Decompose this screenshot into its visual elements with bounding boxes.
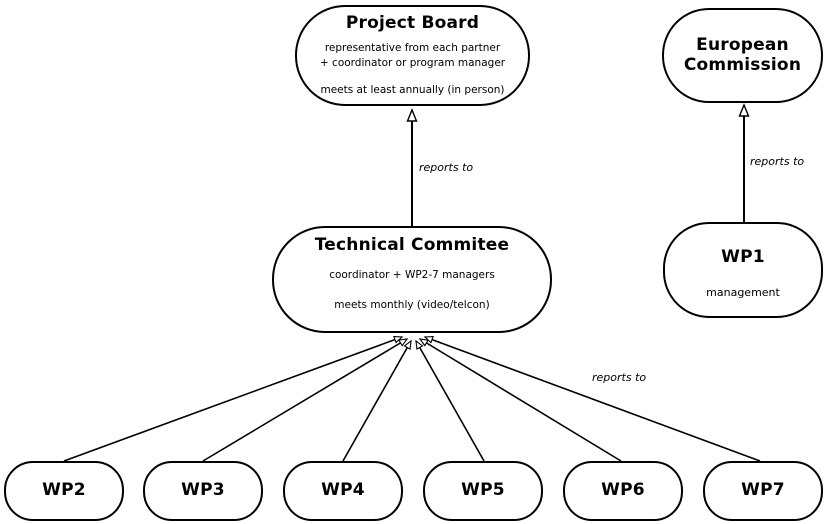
node-wp4: WP4 bbox=[283, 461, 403, 521]
wp6-title: WP6 bbox=[601, 480, 645, 501]
edge-wp4-to-tc bbox=[342, 341, 412, 462]
wp3-title: WP3 bbox=[181, 480, 225, 501]
edge-wp5-to-tc bbox=[415, 341, 485, 462]
edge-label-reports-to-ec: reports to bbox=[750, 155, 805, 168]
edge-wp6-to-tc bbox=[420, 339, 622, 462]
node-wp6: WP6 bbox=[563, 461, 683, 521]
node-wp7: WP7 bbox=[703, 461, 823, 521]
edge-wp3-to-tc bbox=[202, 339, 407, 462]
project-board-title: Project Board bbox=[345, 13, 480, 33]
technical-commitee-line2: meets monthly (video/telcon) bbox=[334, 298, 490, 311]
node-wp5: WP5 bbox=[423, 461, 543, 521]
technical-commitee-title: Technical Commitee bbox=[314, 235, 510, 255]
node-project-board: Project Board representative from each p… bbox=[295, 5, 530, 106]
wp7-title: WP7 bbox=[741, 480, 785, 501]
technical-commitee-line1: coordinator + WP2-7 managers bbox=[329, 268, 495, 281]
edge-wp7-to-tc bbox=[425, 337, 761, 462]
edge-wp2-to-tc bbox=[63, 337, 402, 462]
node-european-commission: European Commission bbox=[662, 8, 823, 103]
edge-label-reports-to-tc: reports to bbox=[592, 371, 647, 384]
project-board-line3: meets at least annually (in person) bbox=[320, 83, 505, 96]
project-board-line2: + coordinator or program manager bbox=[319, 56, 506, 69]
wp1-title: WP1 bbox=[721, 247, 765, 267]
wp4-title: WP4 bbox=[321, 480, 365, 501]
wp2-title: WP2 bbox=[42, 480, 86, 501]
european-commission-title: European Commission bbox=[683, 34, 802, 75]
node-technical-commitee: Technical Commitee coordinator + WP2-7 m… bbox=[272, 226, 552, 333]
project-board-line1: representative from each partner bbox=[324, 41, 501, 54]
wp1-subtitle: management bbox=[706, 285, 780, 299]
wp5-title: WP5 bbox=[461, 480, 505, 501]
node-wp1: WP1 management bbox=[663, 222, 823, 318]
node-wp2: WP2 bbox=[4, 461, 124, 521]
node-wp3: WP3 bbox=[143, 461, 263, 521]
edge-label-reports-to-board: reports to bbox=[419, 161, 474, 174]
